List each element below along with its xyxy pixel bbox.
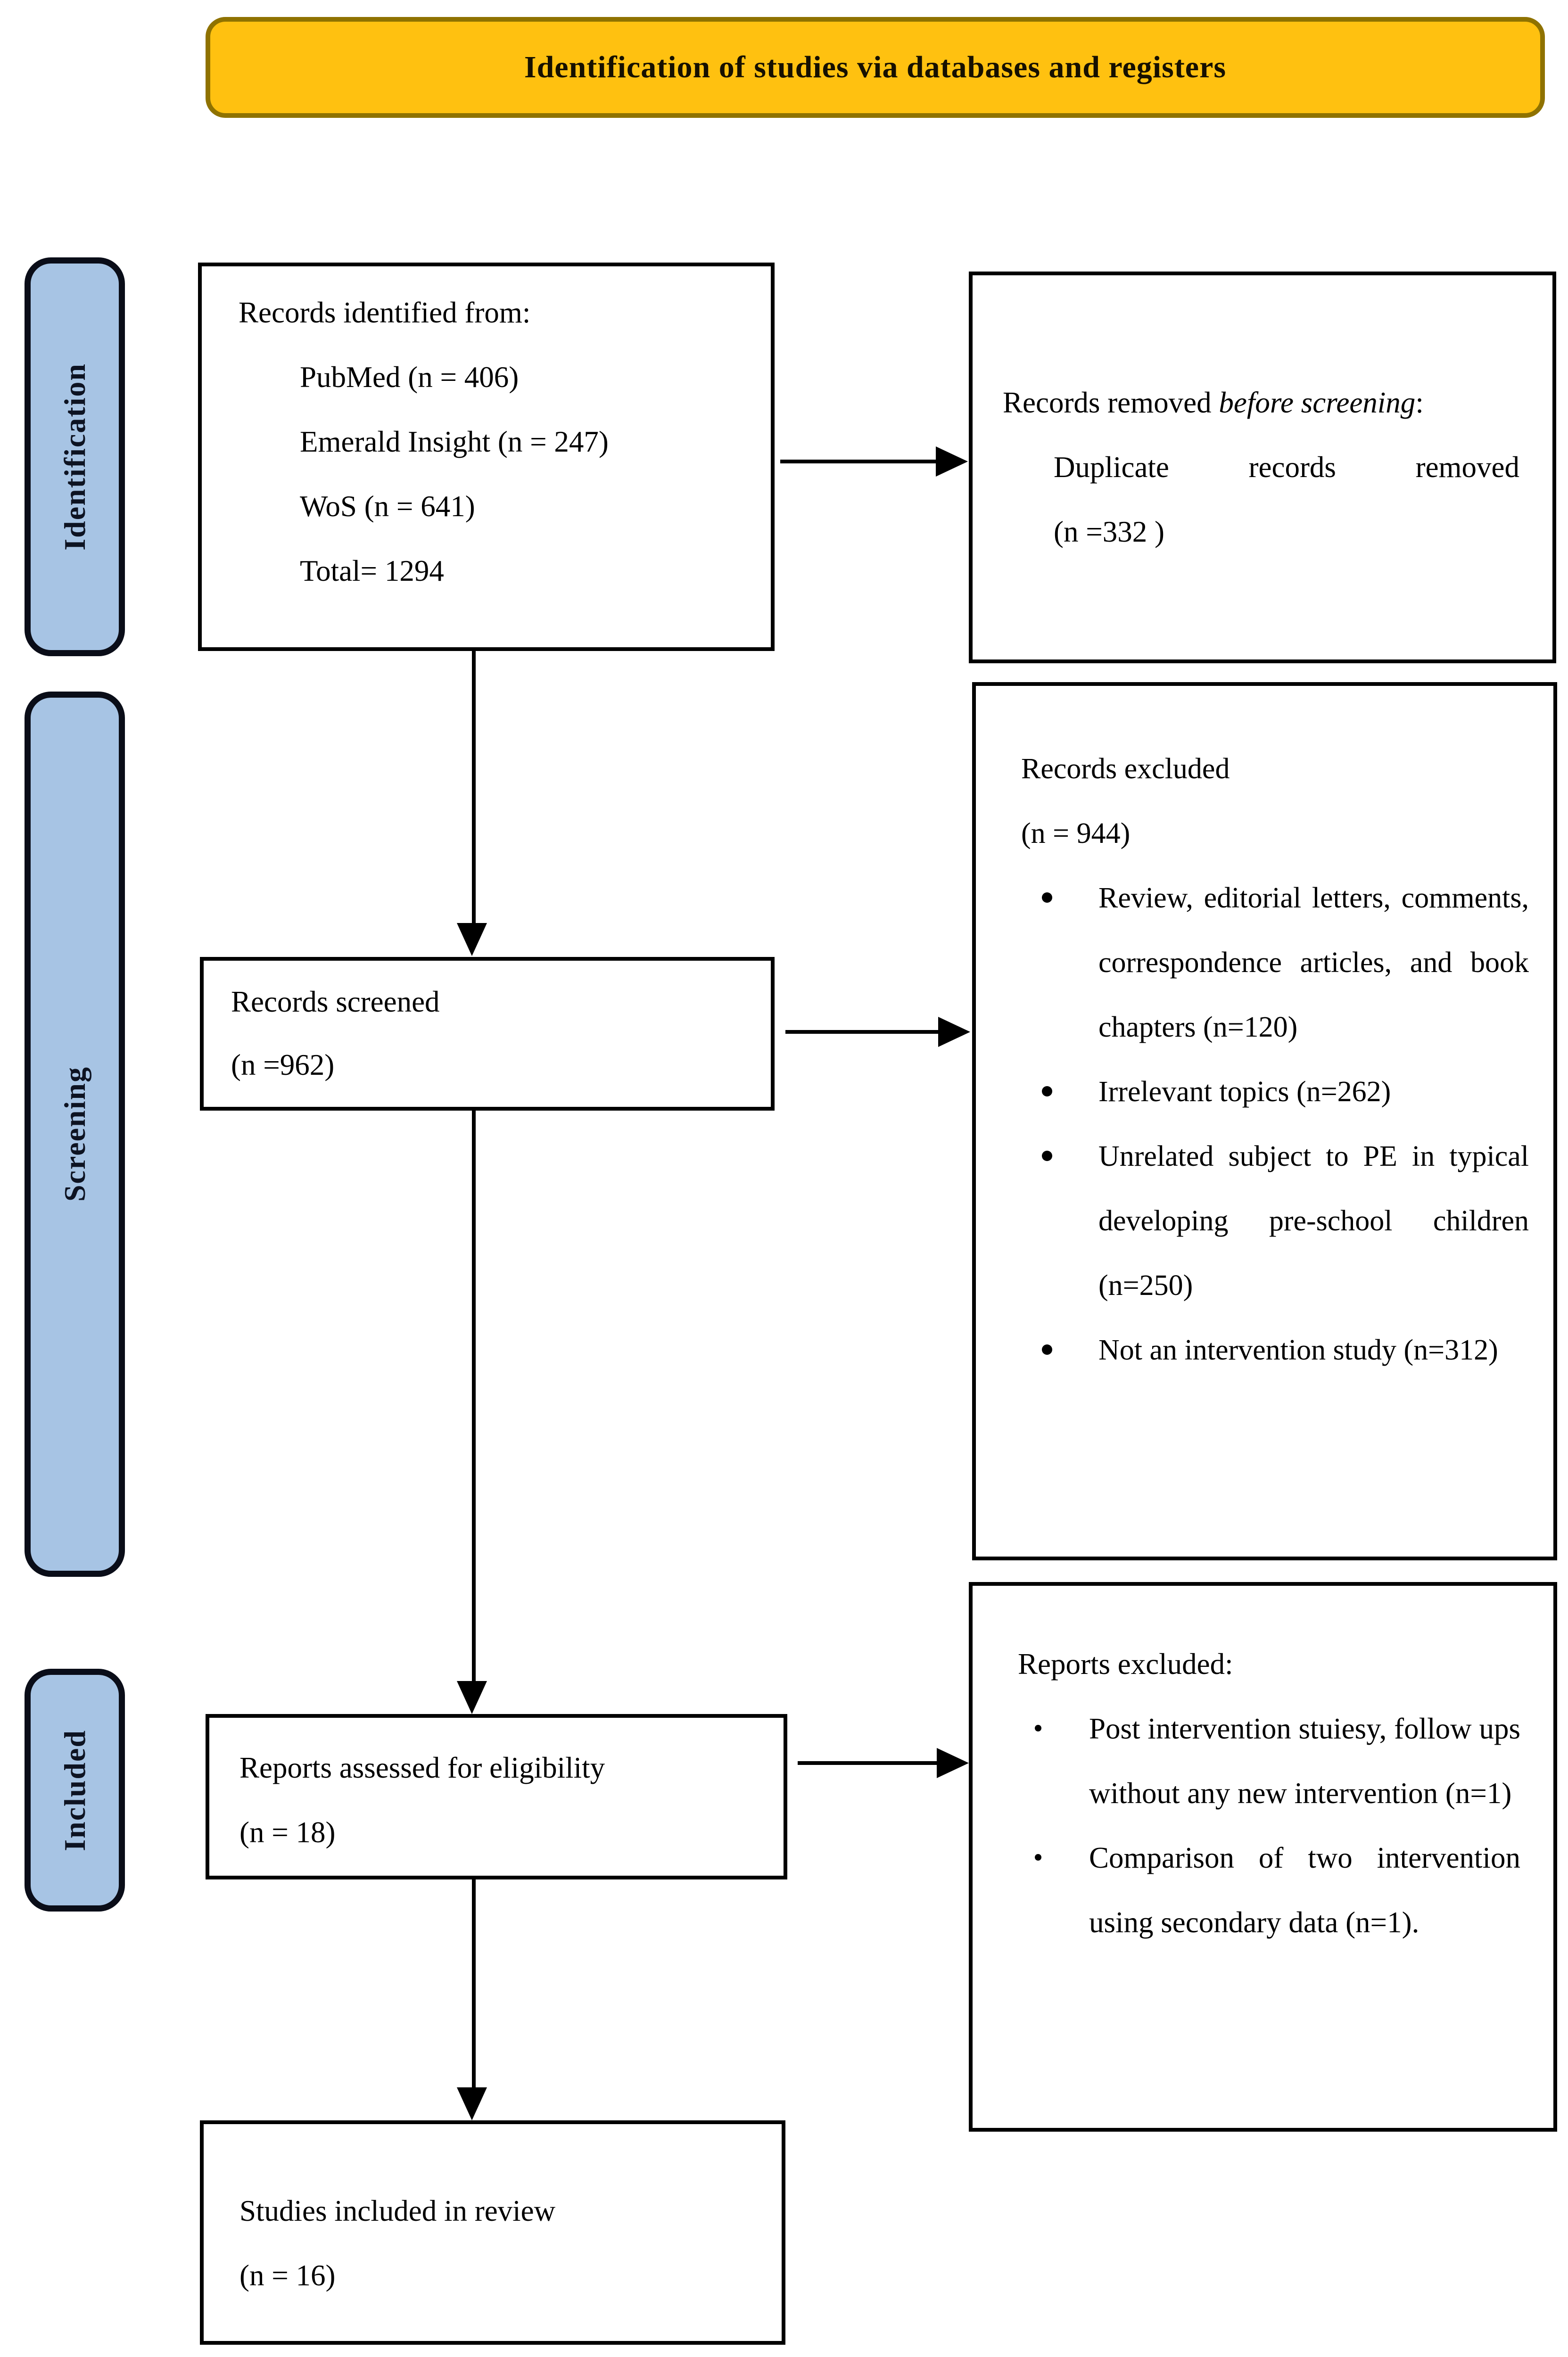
reports-assessed-text: Reports assessed for eligibility bbox=[239, 1751, 605, 1784]
arrow-screened-to-assessed-line bbox=[472, 1111, 476, 1681]
arrow-down-icon bbox=[457, 1681, 487, 1714]
records-identified-box: Records identified from: PubMed (n = 406… bbox=[198, 263, 775, 651]
studies-included-text: Studies included in review bbox=[239, 2194, 556, 2227]
excluded-reason-text: Irrelevant topics (n=262) bbox=[1098, 1076, 1391, 1108]
records-excluded-count: (n = 944) bbox=[1021, 817, 1131, 849]
report-excluded-reason-text: Post intervention stuiesy, follow ups wi… bbox=[1089, 1712, 1520, 1810]
report-excluded-reason-item: Post intervention stuiesy, follow ups wi… bbox=[1018, 1697, 1520, 1826]
stage-label-included: Included bbox=[25, 1669, 125, 1912]
excluded-reason-text: Review, editorial letters, comments, cor… bbox=[1098, 882, 1529, 1043]
reports-excluded-box: Reports excluded: Post intervention stui… bbox=[969, 1582, 1557, 2132]
arrow-right-icon bbox=[937, 1748, 969, 1778]
arrow-right-icon bbox=[938, 1017, 970, 1047]
arrow-down-icon bbox=[457, 2087, 487, 2120]
records-excluded-heading: Records excluded bbox=[1021, 753, 1230, 785]
records-removed-heading-italic: before screening bbox=[1219, 386, 1416, 419]
excluded-reason-item: Not an intervention study (n=312) bbox=[1021, 1318, 1529, 1383]
studies-included-box: Studies included in review (n = 16) bbox=[200, 2120, 785, 2345]
excluded-reason-text: Not an intervention study (n=312) bbox=[1098, 1334, 1498, 1366]
records-removed-heading-prefix: Records removed bbox=[1003, 386, 1219, 419]
bullet-icon bbox=[1035, 1725, 1041, 1731]
title-text: Identification of studies via databases … bbox=[524, 50, 1227, 84]
arrow-identified-to-removed-line bbox=[780, 460, 936, 463]
records-removed-heading: Records removed before screening: bbox=[1003, 371, 1519, 435]
excluded-reason-item: Unrelated subject to PE in typical devel… bbox=[1021, 1124, 1529, 1318]
records-identified-heading: Records identified from: bbox=[239, 296, 531, 329]
duplicates-removed-line: Duplicate records removed bbox=[1054, 451, 1519, 484]
records-removed-box: Records removed before screening: Duplic… bbox=[969, 272, 1556, 663]
bullet-icon bbox=[1042, 1344, 1052, 1355]
reports-excluded-heading: Reports excluded: bbox=[1018, 1648, 1233, 1681]
stage-identification-text: Identification bbox=[58, 363, 91, 551]
bullet-icon bbox=[1042, 1086, 1052, 1096]
excluded-reason-item: Review, editorial letters, comments, cor… bbox=[1021, 866, 1529, 1060]
source-wos: WoS (n = 641) bbox=[300, 490, 475, 523]
arrow-right-icon bbox=[936, 446, 968, 477]
stage-screening-text: Screening bbox=[58, 1066, 91, 1202]
bullet-icon bbox=[1035, 1854, 1041, 1861]
stage-label-identification: Identification bbox=[25, 257, 125, 656]
records-screened-box: Records screened (n =962) bbox=[200, 957, 775, 1111]
source-total: Total= 1294 bbox=[300, 554, 444, 587]
arrow-down-icon bbox=[457, 923, 487, 956]
records-excluded-box: Records excluded (n = 944) Review, edito… bbox=[972, 682, 1557, 1560]
bullet-icon bbox=[1042, 1151, 1052, 1161]
records-screened-text: Records screened bbox=[231, 985, 440, 1018]
arrow-identified-to-screened-line bbox=[472, 651, 476, 923]
duplicates-removed-count: (n =332 ) bbox=[1054, 515, 1164, 548]
report-excluded-reason-item: Comparison of two intervention using sec… bbox=[1018, 1826, 1520, 1955]
stage-label-screening: Screening bbox=[25, 692, 125, 1577]
records-screened-count: (n =962) bbox=[231, 1048, 335, 1081]
arrow-screened-to-excluded-line bbox=[785, 1030, 938, 1034]
title-banner: Identification of studies via databases … bbox=[206, 17, 1545, 118]
reports-assessed-count: (n = 18) bbox=[239, 1816, 336, 1849]
source-emerald-insight: Emerald Insight (n = 247) bbox=[300, 425, 609, 458]
stage-included-text: Included bbox=[58, 1729, 91, 1851]
records-removed-heading-suffix: : bbox=[1415, 386, 1424, 419]
excluded-reason-item: Irrelevant topics (n=262) bbox=[1021, 1060, 1529, 1124]
report-excluded-reason-text: Comparison of two intervention using sec… bbox=[1089, 1841, 1520, 1939]
arrow-assessed-to-reports-excluded-line bbox=[798, 1761, 937, 1765]
bullet-icon bbox=[1042, 892, 1052, 903]
source-pubmed: PubMed (n = 406) bbox=[300, 361, 519, 394]
arrow-assessed-to-included-line bbox=[472, 1879, 476, 2087]
excluded-reason-text: Unrelated subject to PE in typical devel… bbox=[1098, 1140, 1529, 1302]
studies-included-count: (n = 16) bbox=[239, 2259, 336, 2292]
reports-assessed-box: Reports assessed for eligibility (n = 18… bbox=[206, 1714, 787, 1879]
